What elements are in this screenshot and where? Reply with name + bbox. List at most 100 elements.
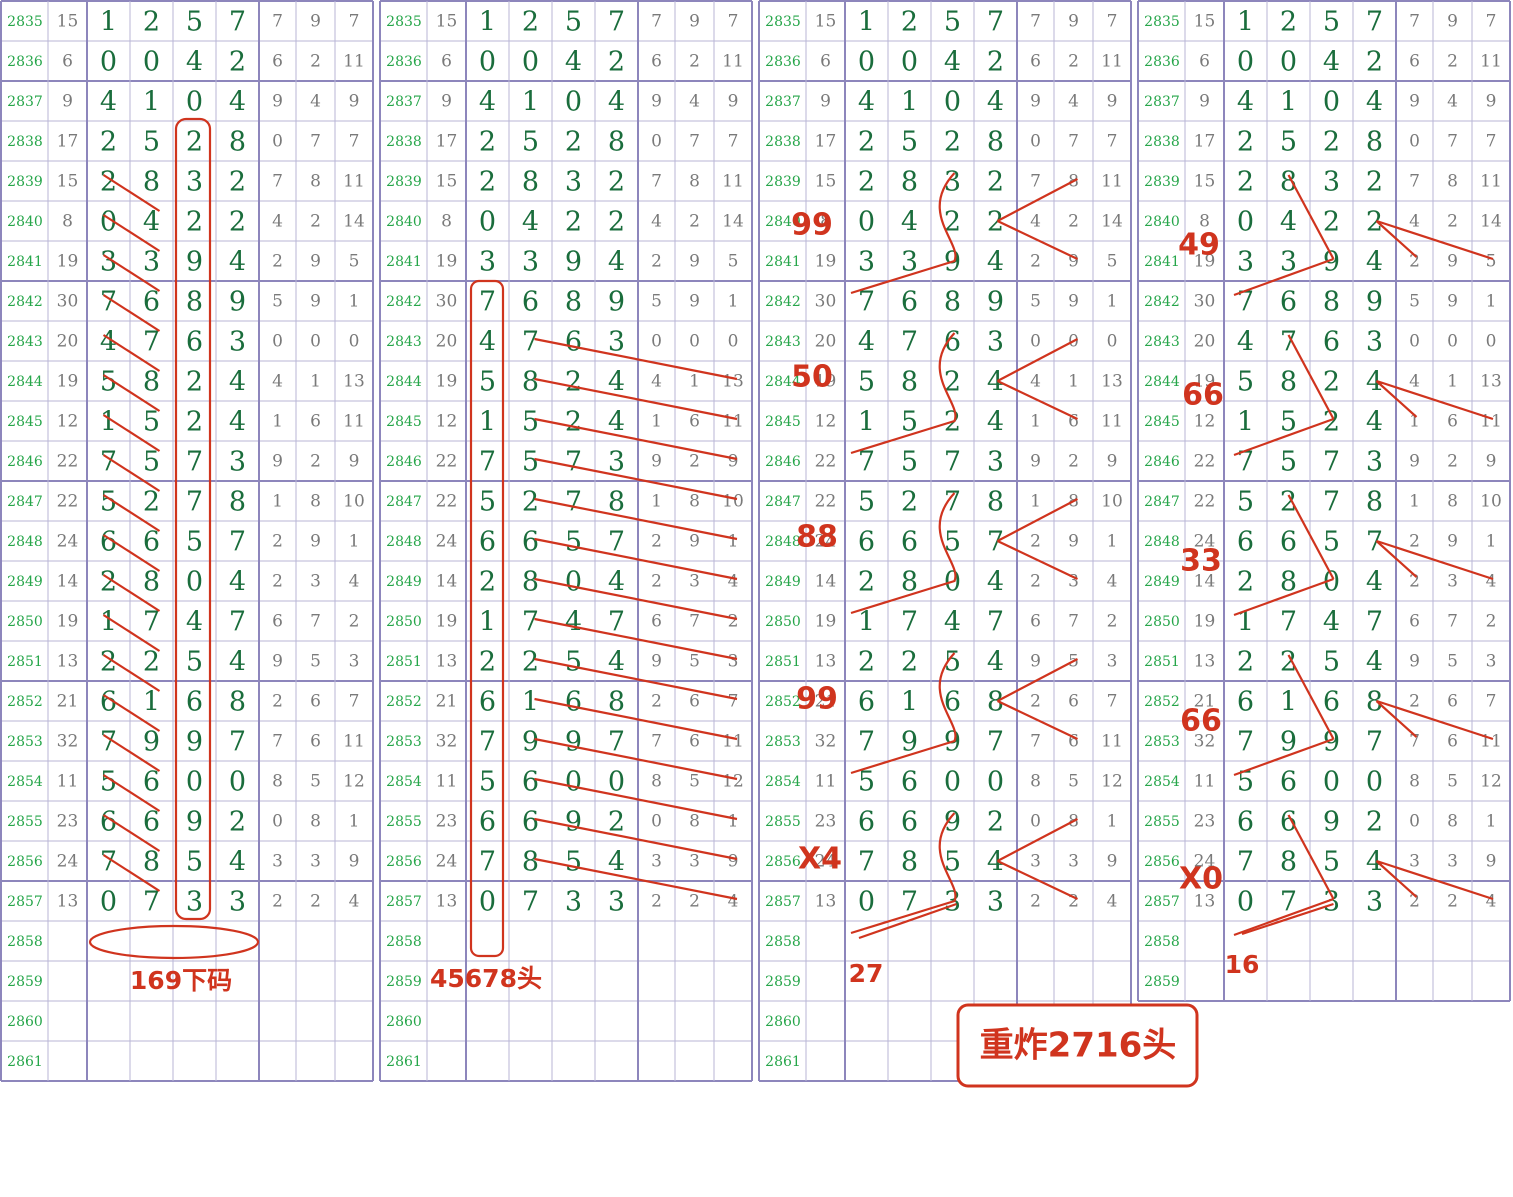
draw-digit: 7 — [522, 327, 539, 358]
extra-value: 9 — [310, 12, 321, 32]
diagonal-trend-line — [102, 694, 161, 732]
extra-value: 0 — [651, 812, 662, 832]
extra-value: 2 — [310, 452, 321, 472]
issue-number: 2842 — [765, 294, 801, 310]
draw-digit: 6 — [1323, 327, 1340, 358]
draw-digit: 4 — [944, 607, 961, 638]
extra-value: 9 — [1409, 452, 1420, 472]
draw-digit: 5 — [1323, 7, 1340, 38]
extra-value: 0 — [651, 332, 662, 352]
extra-value: 11 — [1101, 412, 1123, 432]
draw-digit: 6 — [901, 807, 918, 838]
extra-value: 2 — [689, 52, 700, 72]
extra-value: 4 — [272, 372, 283, 392]
extra-value: 1 — [1030, 492, 1041, 512]
diagonal-trend-line — [1233, 577, 1334, 617]
trend-line — [1241, 902, 1334, 936]
sum-value: 17 — [57, 132, 79, 152]
sum-value: 22 — [815, 492, 837, 512]
draw-digit: 1 — [901, 87, 918, 118]
draw-digit: 6 — [858, 687, 875, 718]
extra-value: 4 — [310, 92, 321, 112]
draw-digit: 5 — [1237, 367, 1254, 398]
diagonal-trend-line — [534, 777, 738, 821]
sum-value: 6 — [1199, 52, 1210, 72]
draw-digit: 5 — [858, 767, 875, 798]
sum-value: 12 — [815, 412, 837, 432]
extra-value: 9 — [1030, 652, 1041, 672]
extra-value: 11 — [722, 732, 744, 752]
issue-number: 2841 — [1144, 254, 1180, 270]
extra-value: 6 — [1068, 732, 1079, 752]
diagonal-trend-line — [1233, 737, 1334, 777]
issue-number: 2853 — [386, 734, 422, 750]
issue-number: 2859 — [765, 974, 801, 990]
extra-value: 7 — [1447, 612, 1458, 632]
issue-number: 2841 — [765, 254, 801, 270]
draw-digit: 6 — [944, 687, 961, 718]
sum-value: 22 — [57, 452, 79, 472]
draw-digit: 6 — [565, 327, 582, 358]
draw-digit: 4 — [229, 407, 246, 438]
table-row: 2861 — [386, 1054, 422, 1070]
prediction-label: 45678头 — [430, 964, 542, 993]
sum-value: 24 — [436, 852, 458, 872]
draw-digit: 6 — [944, 327, 961, 358]
draw-digit: 7 — [1366, 727, 1383, 758]
draw-digit: 9 — [565, 807, 582, 838]
extra-value: 8 — [1030, 772, 1041, 792]
draw-digit: 1 — [479, 7, 496, 38]
extra-value: 2 — [272, 572, 283, 592]
extra-value: 0 — [651, 132, 662, 152]
prediction-label: 27 — [849, 959, 884, 988]
draw-digit: 2 — [186, 367, 203, 398]
extra-value: 11 — [1480, 412, 1502, 432]
issue-number: 2847 — [1144, 494, 1180, 510]
draw-digit: 2 — [479, 647, 496, 678]
draw-digit: 8 — [1323, 287, 1340, 318]
extra-value: 2 — [1030, 892, 1041, 912]
extra-value: 6 — [651, 52, 662, 72]
draw-digit: 0 — [186, 767, 203, 798]
draw-digit: 4 — [987, 567, 1004, 598]
extra-value: 4 — [1409, 212, 1420, 232]
extra-value: 2 — [651, 892, 662, 912]
extra-value: 4 — [1447, 92, 1458, 112]
diagonal-trend-line — [1375, 540, 1418, 578]
sum-value: 22 — [436, 492, 458, 512]
sum-value: 19 — [57, 612, 79, 632]
issue-number: 2848 — [1144, 534, 1180, 550]
draw-digit: 6 — [479, 527, 496, 558]
sum-value: 14 — [57, 572, 79, 592]
sum-value: 15 — [436, 12, 458, 32]
draw-digit: 5 — [1323, 527, 1340, 558]
draw-digit: 7 — [143, 607, 160, 638]
extra-value: 7 — [728, 132, 739, 152]
issue-number: 2850 — [386, 614, 422, 630]
sum-value: 15 — [57, 12, 79, 32]
diagonal-trend-line — [534, 617, 738, 661]
period-label: 66 — [1180, 704, 1222, 739]
draw-digit: 4 — [1366, 367, 1383, 398]
draw-digit: 3 — [1280, 247, 1297, 278]
extra-value: 0 — [272, 812, 283, 832]
extra-value: 9 — [349, 852, 360, 872]
period-label: 99 — [796, 682, 838, 717]
issue-number: 2839 — [765, 174, 801, 190]
draw-digit: 9 — [944, 807, 961, 838]
extra-value: 9 — [1030, 452, 1041, 472]
extra-value: 5 — [1068, 772, 1079, 792]
extra-value: 3 — [689, 852, 700, 872]
extra-value: 7 — [1486, 692, 1497, 712]
draw-digit: 0 — [1237, 47, 1254, 78]
extra-value: 7 — [272, 732, 283, 752]
draw-digit: 4 — [229, 87, 246, 118]
